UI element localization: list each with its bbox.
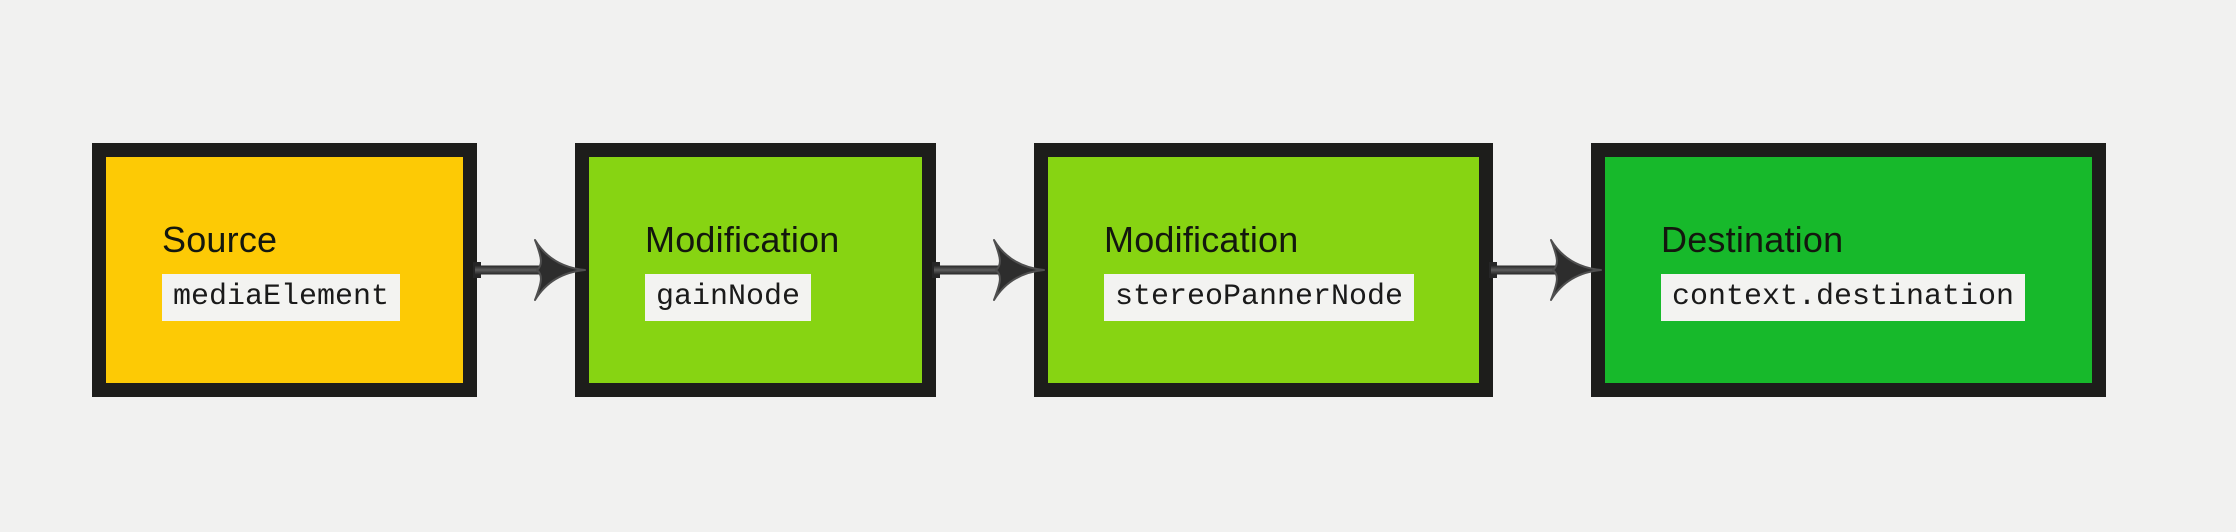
node-code-chip: gainNode (645, 273, 812, 321)
arrow-right-icon (932, 239, 1045, 301)
node-code-chip: stereoPannerNode (1104, 273, 1415, 321)
flow-row: Source mediaElement Modification (92, 143, 2106, 397)
node-source: Source mediaElement (92, 143, 477, 397)
node-modification-stereo-panner: Modification stereoPannerNode (1034, 143, 1493, 397)
node-code-chip: context.destination (1661, 273, 2026, 321)
flow-arrow (1489, 143, 1602, 397)
node-title: Destination (1661, 219, 1844, 261)
node-title: Source (162, 219, 278, 261)
node-code-chip: mediaElement (162, 273, 401, 321)
flow-arrow (932, 143, 1045, 397)
node-modification-gain: Modification gainNode (575, 143, 936, 397)
node-title: Modification (1104, 219, 1299, 261)
node-destination: Destination context.destination (1591, 143, 2106, 397)
arrow-right-icon (1489, 239, 1602, 301)
node-title: Modification (645, 219, 840, 261)
arrow-right-icon (473, 239, 586, 301)
flow-arrow (473, 143, 586, 397)
